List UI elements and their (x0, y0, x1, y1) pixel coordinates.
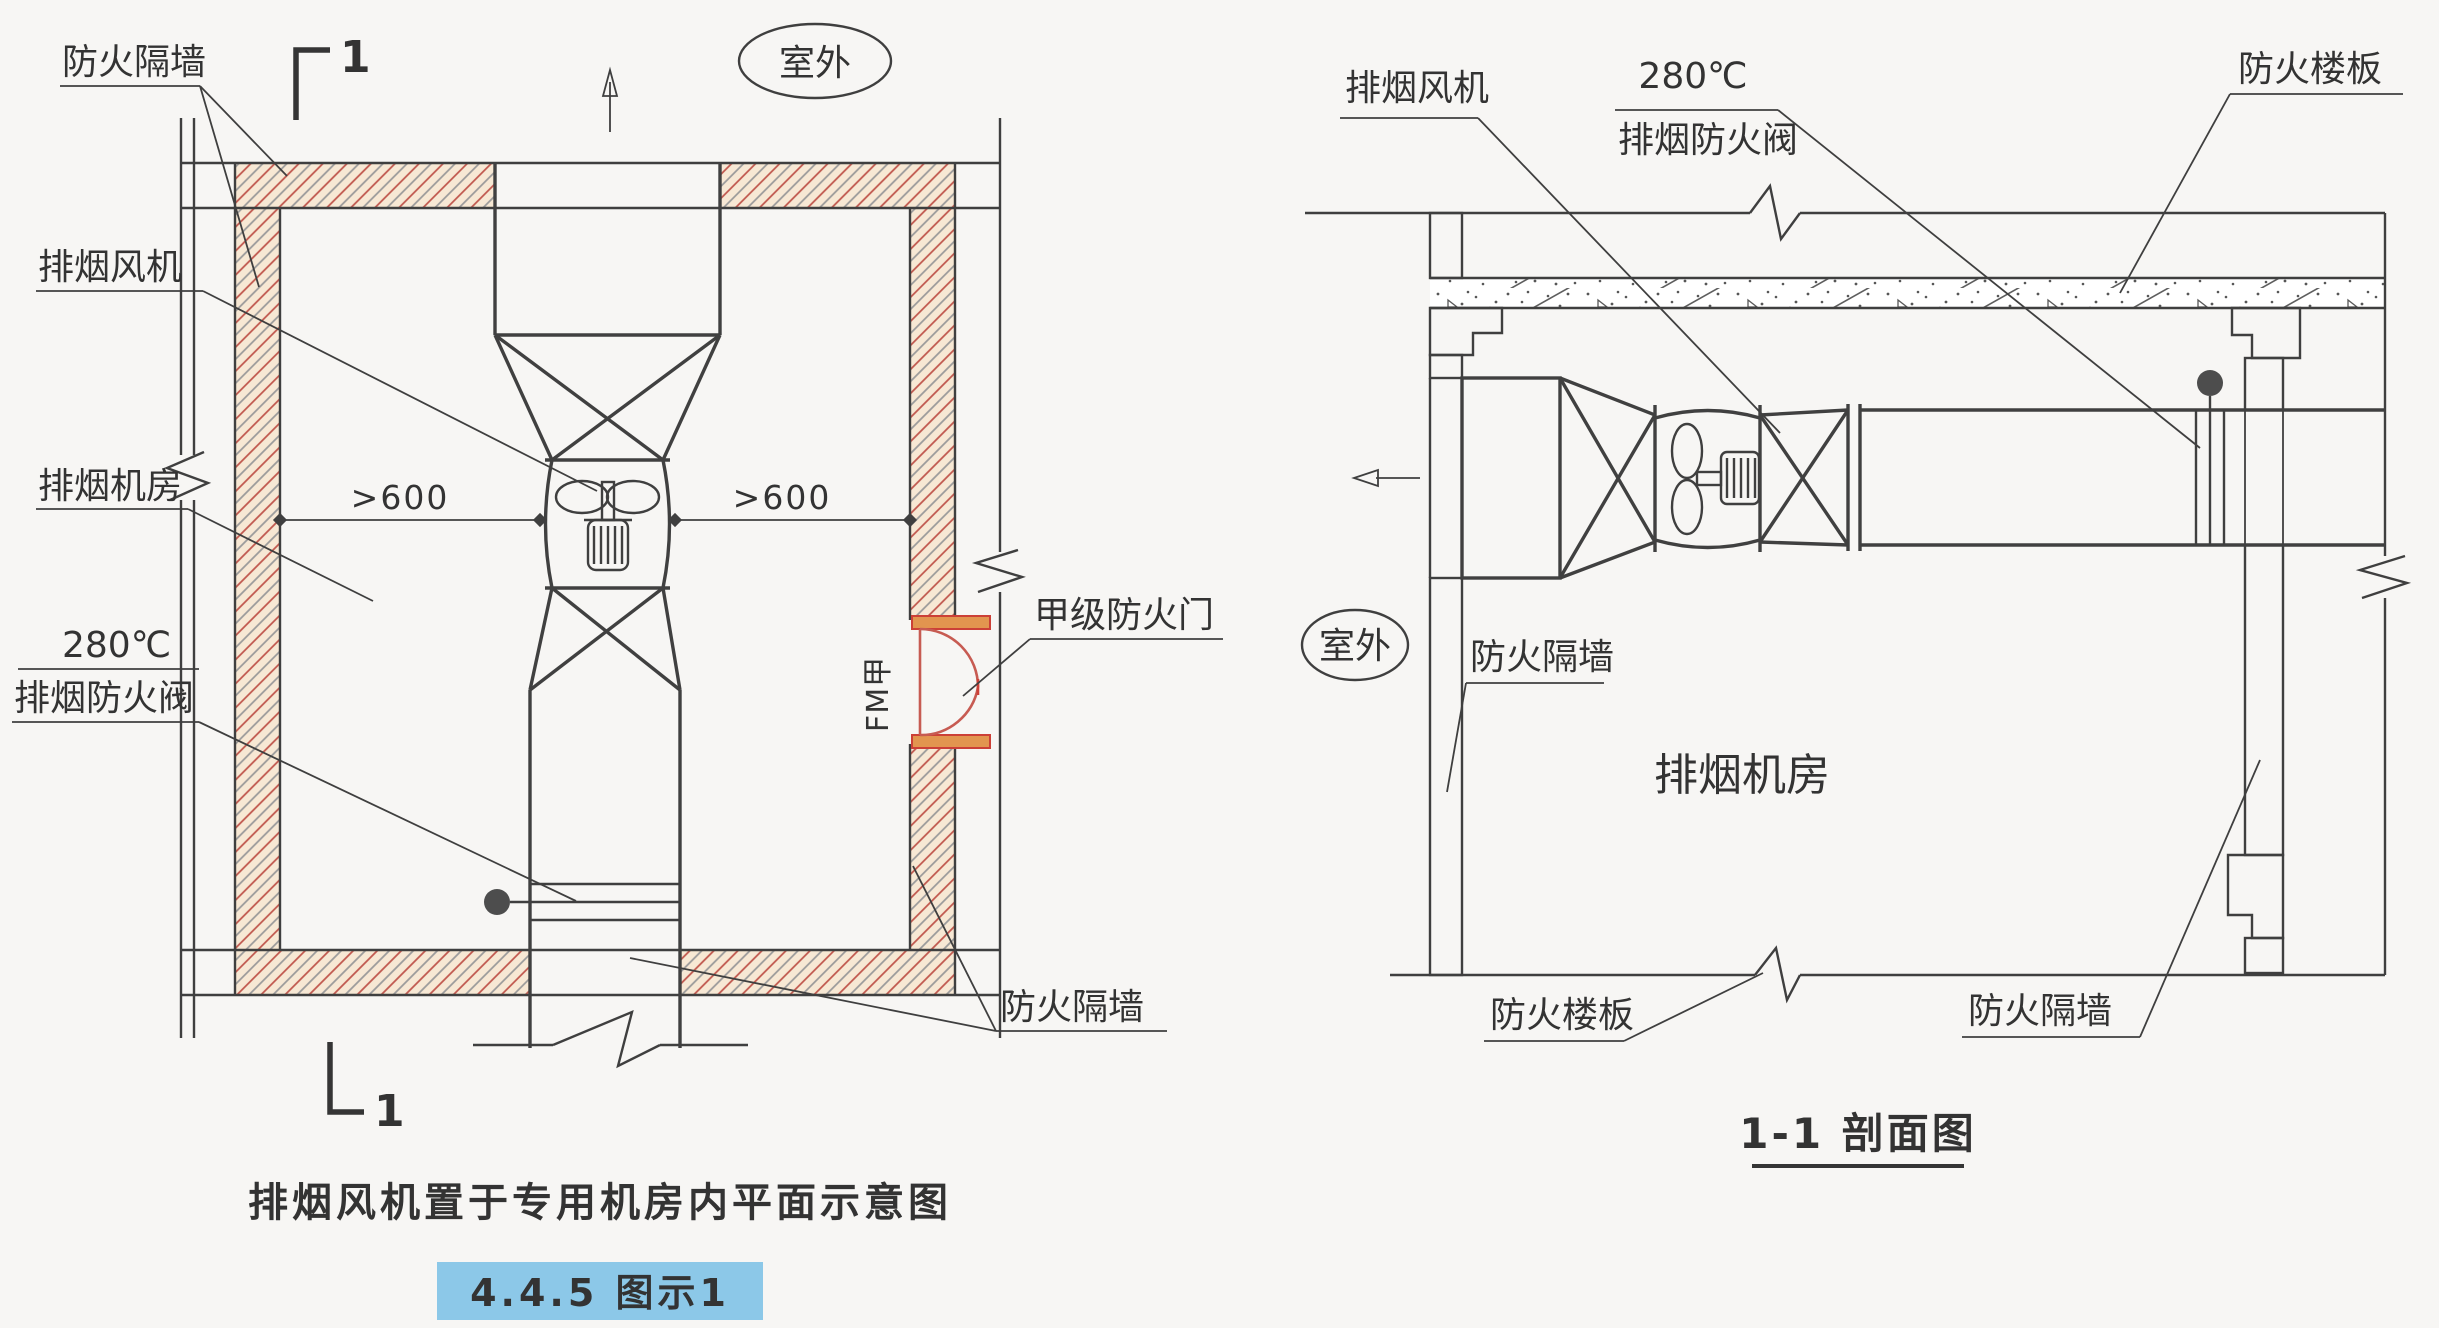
section-view: 室外 排烟风机 280℃ 排烟防火阀 防火楼板 防火隔墙 (1300, 49, 2412, 1168)
plan-smoke-fan-symbol (493, 333, 722, 692)
damper-temp-label: 280℃ (62, 625, 171, 666)
section-cut-mark-bottom: 1 (327, 1042, 405, 1137)
dimension-left: >600 (351, 478, 450, 517)
outdoor-bubble: 室外 (1300, 608, 1410, 682)
slab-beam-left (1428, 306, 1504, 357)
break-mark-icon (163, 450, 212, 502)
fan-casing (543, 458, 672, 590)
figure-badge: 4.4.5 图示1 (437, 1262, 763, 1320)
damper-actuator-icon (484, 889, 510, 915)
floor-beam-right (2226, 853, 2285, 940)
section-annotations: 排烟风机 280℃ 排烟防火阀 防火楼板 防火隔墙 排烟机房 (1340, 49, 2403, 1042)
fan-outlet-cone (1758, 404, 1862, 551)
leader-fire-partition-upper (1446, 682, 1604, 793)
plan-exterior-lines (163, 118, 1026, 1038)
smoke-room-label: 排烟机房 (38, 466, 182, 507)
fire-floor-slab (1428, 276, 2385, 360)
plan-caption: 排烟风机置于专用机房内平面示意图 (248, 1180, 952, 1226)
fan-motor-icon (1719, 450, 1761, 506)
plan-wall-outline (181, 161, 1000, 997)
fan-outlet-cone (528, 586, 682, 692)
leader-smoke-fan (36, 290, 598, 492)
section-right-wall (2226, 356, 2285, 975)
section-floor-line (1390, 945, 2385, 1004)
smoke-fan-label: 排烟风机 (1345, 68, 1489, 109)
fan-inlet-box (1460, 376, 1562, 580)
plan-exhaust-duct-top (493, 163, 722, 337)
badge-text: 4.4.5 图示1 (470, 1271, 730, 1315)
fire-partition-label-top: 防火隔墙 (62, 42, 206, 83)
fire-partition-label-bottom: 防火隔墙 (1968, 991, 2112, 1032)
leader-smoke-room (36, 508, 374, 602)
fan-inlet-cone (493, 333, 722, 462)
airflow-left-arrow-icon (1351, 468, 1420, 488)
leader-fire-partition-bottom (1962, 759, 2261, 1038)
break-mark-icon (971, 548, 1026, 594)
section-caption: 1-1 剖面图 (1739, 1109, 1977, 1158)
section-caption-group: 1-1 剖面图 (1739, 1109, 1977, 1168)
damper-temp-label: 280℃ (1638, 56, 1747, 97)
break-mark-icon (1749, 183, 1801, 242)
fan-casing (1653, 405, 1762, 552)
badge-highlight (437, 1262, 763, 1320)
leader-fire-partition-bottom (629, 865, 1167, 1032)
fan-impeller-icon (554, 479, 661, 522)
outdoor-label: 室外 (1319, 626, 1391, 667)
section-duct (1860, 408, 2385, 547)
section-left-wall (1428, 211, 1464, 977)
fan-motor-icon (584, 518, 632, 572)
leader-smoke-damper (12, 668, 577, 902)
leader-smoke-damper (1615, 109, 2201, 449)
smoke-room-label: 排烟机房 (1654, 750, 1830, 801)
section-number: 1 (374, 1086, 405, 1137)
smoke-fan-label: 排烟风机 (38, 247, 182, 288)
dimension-markers (272, 512, 918, 528)
class-a-fire-door-symbol: FM甲 (861, 615, 991, 749)
door-tag: FM甲 (861, 656, 896, 732)
fire-floor-label-top: 防火楼板 (2238, 49, 2382, 90)
section-number: 1 (340, 32, 371, 83)
duct-break-mark-icon (473, 1009, 748, 1069)
slab-beam-right (2230, 306, 2302, 360)
section-top-line (1305, 183, 2385, 242)
outdoor-label: 室外 (779, 43, 851, 84)
damper-actuator-icon (2197, 370, 2223, 396)
fire-partition-label-bottom: 防火隔墙 (1000, 987, 1144, 1028)
smoke-damper-symbol (484, 882, 680, 922)
leader-fire-floor-bottom (1484, 972, 1764, 1042)
fire-partition-label-upper: 防火隔墙 (1470, 637, 1614, 678)
break-mark-icon (2355, 554, 2412, 600)
section-fan-assembly (1460, 370, 2385, 580)
plan-fire-wall-hatch (235, 163, 955, 995)
airflow-up-arrow-icon (601, 66, 619, 132)
plan-exhaust-duct-bottom (473, 690, 748, 1069)
section-cut-mark-top: 1 (293, 32, 371, 120)
fan-impeller-icon (1670, 422, 1723, 536)
leader-smoke-fan (1340, 117, 1781, 434)
fan-inlet-cone (1558, 376, 1657, 580)
leader-fire-floor-top (2119, 93, 2403, 294)
leader-fire-door (962, 638, 1223, 697)
outdoor-bubble: 室外 (737, 22, 893, 100)
plan-view: >600 >600 FM甲 1 1 室外 (12, 22, 1223, 1320)
smoke-damper-symbol (2194, 370, 2226, 545)
leader-fire-partition-top (60, 85, 288, 288)
plan-annotations: 防火隔墙 排烟风机 排烟机房 280℃ 排烟防火阀 (12, 42, 1223, 1032)
clearance-dimensions: >600 >600 (272, 478, 918, 528)
class-a-fire-door-label: 甲级防火门 (1034, 595, 1214, 636)
dimension-right: >600 (733, 478, 832, 517)
fire-floor-label-bottom: 防火楼板 (1490, 995, 1634, 1036)
section-right-line (2355, 213, 2412, 975)
break-mark-icon (1754, 945, 1802, 1004)
smoke-damper-label: 排烟防火阀 (14, 678, 194, 719)
smoke-damper-label: 排烟防火阀 (1618, 120, 1798, 161)
